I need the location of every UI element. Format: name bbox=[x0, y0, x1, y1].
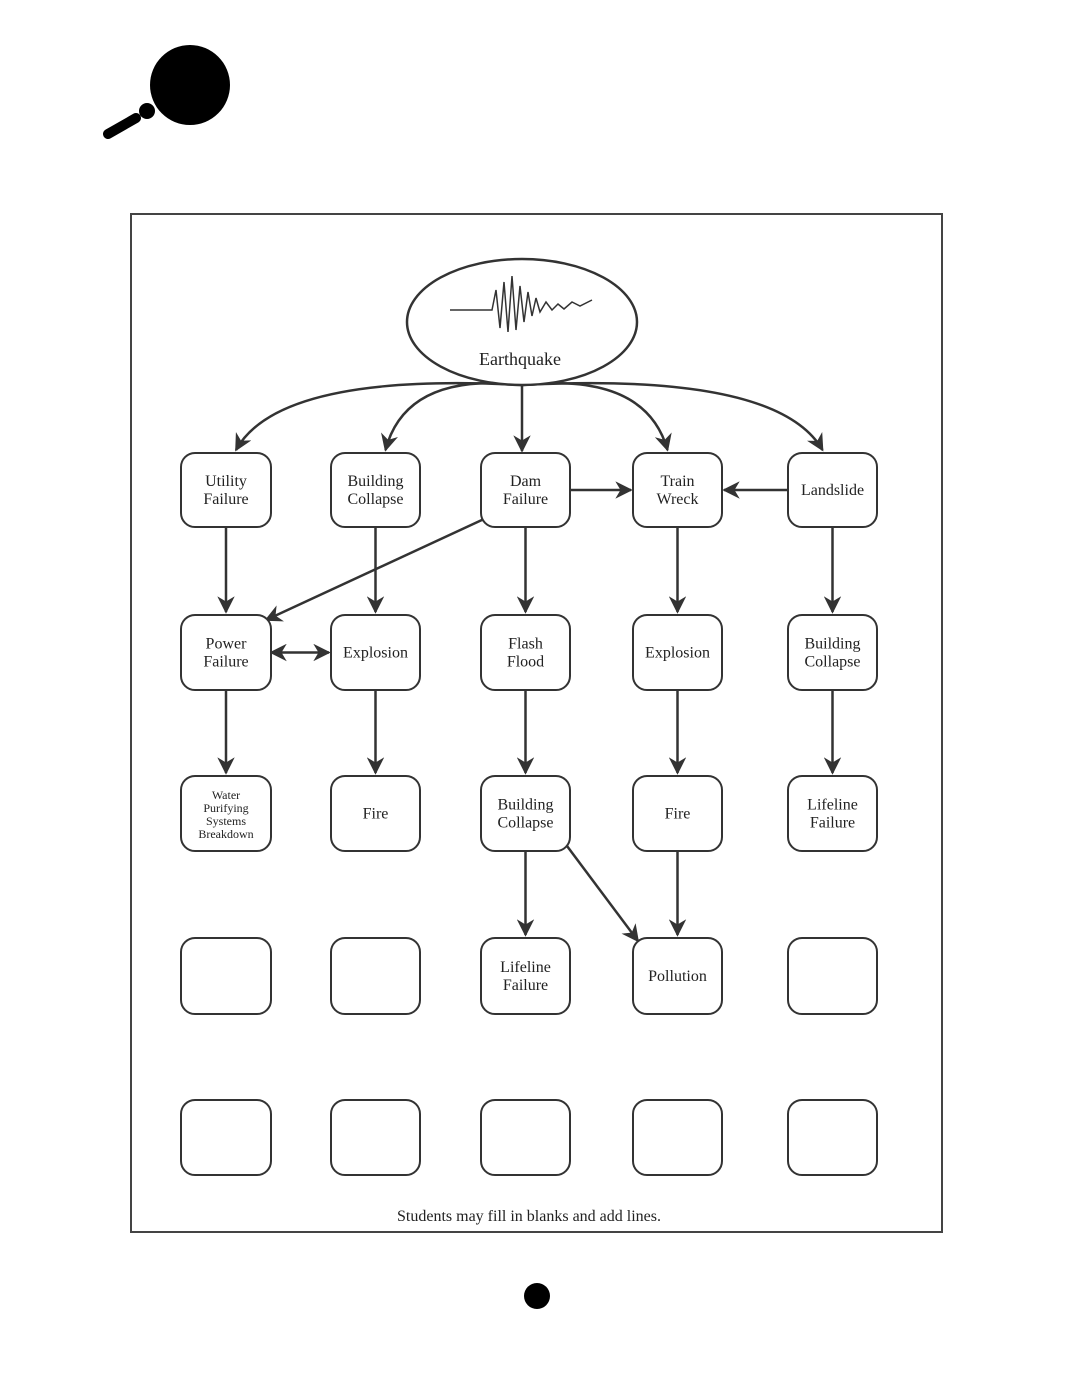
node-box bbox=[480, 452, 571, 528]
node-label: Purifying bbox=[203, 801, 248, 815]
node-box bbox=[787, 1099, 878, 1176]
node-box bbox=[632, 452, 723, 528]
node-box bbox=[330, 614, 421, 691]
node-label: Collapse bbox=[805, 654, 861, 671]
blank-node bbox=[787, 937, 878, 1015]
node-pollution: Pollution bbox=[632, 937, 723, 1015]
node-label: Fire bbox=[363, 806, 389, 823]
node-landslide: Landslide bbox=[787, 452, 878, 528]
node-box bbox=[480, 1099, 571, 1176]
arrow-earthquake-r1c1 bbox=[234, 381, 523, 452]
node-label: Systems bbox=[206, 814, 246, 828]
node-box bbox=[480, 614, 571, 691]
node-label: Failure bbox=[203, 491, 248, 508]
node-label: Utility bbox=[205, 473, 247, 490]
node-label: Building bbox=[804, 636, 860, 653]
node-label: Landslide bbox=[801, 482, 864, 499]
node-box bbox=[330, 1099, 421, 1176]
caption: Students may fill in blanks and add line… bbox=[397, 1208, 661, 1225]
blank-node bbox=[632, 1099, 723, 1176]
blank-node bbox=[180, 1099, 272, 1176]
blank-node bbox=[180, 937, 272, 1015]
blank-node bbox=[787, 1099, 878, 1176]
node-label: Water bbox=[212, 788, 240, 802]
seismograph-icon bbox=[450, 275, 593, 333]
node-explosion: Explosion bbox=[632, 614, 723, 691]
node-label: Wreck bbox=[657, 491, 699, 508]
node-fire: Fire bbox=[330, 775, 421, 852]
node-label: Breakdown bbox=[198, 827, 253, 841]
node-box bbox=[180, 775, 272, 852]
node-box bbox=[330, 937, 421, 1015]
node-box bbox=[632, 775, 723, 852]
earthquake-label: Earthquake bbox=[479, 349, 561, 369]
node-box bbox=[180, 614, 272, 691]
node-explosion: Explosion bbox=[330, 614, 421, 691]
blank-node bbox=[330, 937, 421, 1015]
earthquake-node: Earthquake bbox=[405, 257, 639, 387]
arrow-r3c3-r4c4 bbox=[565, 845, 640, 943]
node-box bbox=[180, 937, 272, 1015]
node-box bbox=[787, 452, 878, 528]
node-fire: Fire bbox=[632, 775, 723, 852]
node-box bbox=[330, 775, 421, 852]
node-label: Collapse bbox=[498, 815, 554, 832]
blank-node bbox=[480, 1099, 571, 1176]
node-label: Flash bbox=[508, 636, 543, 653]
node-label: Dam bbox=[510, 473, 542, 490]
node-box bbox=[632, 614, 723, 691]
node-label: Lifeline bbox=[807, 797, 858, 814]
node-label: Building bbox=[497, 797, 553, 814]
page-number-dot bbox=[524, 1283, 550, 1309]
blank-node bbox=[330, 1099, 421, 1176]
node-label: Failure bbox=[203, 654, 248, 671]
node-box bbox=[480, 937, 571, 1015]
node-label: Failure bbox=[503, 977, 548, 994]
node-label: Explosion bbox=[343, 645, 408, 662]
arrow-earthquake-r1c4 bbox=[521, 381, 672, 452]
node-box bbox=[180, 452, 272, 528]
arrow-earthquake-r1c2 bbox=[381, 381, 523, 452]
node-box bbox=[787, 775, 878, 852]
node-box bbox=[180, 1099, 272, 1176]
diagram-frame bbox=[130, 213, 943, 1233]
node-label: Fire bbox=[665, 806, 691, 823]
node-label: Failure bbox=[503, 491, 548, 508]
magnifier-logo-icon bbox=[103, 45, 230, 139]
node-box bbox=[632, 937, 723, 1015]
node-label: Train bbox=[660, 473, 694, 490]
node-label: Power bbox=[206, 636, 248, 653]
arrow-earthquake-r1c5 bbox=[521, 381, 824, 452]
node-box bbox=[787, 937, 878, 1015]
node-box bbox=[787, 614, 878, 691]
node-label: Failure bbox=[810, 815, 855, 832]
node-label: Flood bbox=[507, 654, 544, 671]
node-label: Building bbox=[347, 473, 403, 490]
node-box bbox=[632, 1099, 723, 1176]
node-box bbox=[480, 775, 571, 852]
node-label: Collapse bbox=[348, 491, 404, 508]
node-box bbox=[330, 452, 421, 528]
node-label: Explosion bbox=[645, 645, 710, 662]
node-label: Lifeline bbox=[500, 959, 551, 976]
node-label: Pollution bbox=[648, 968, 707, 985]
